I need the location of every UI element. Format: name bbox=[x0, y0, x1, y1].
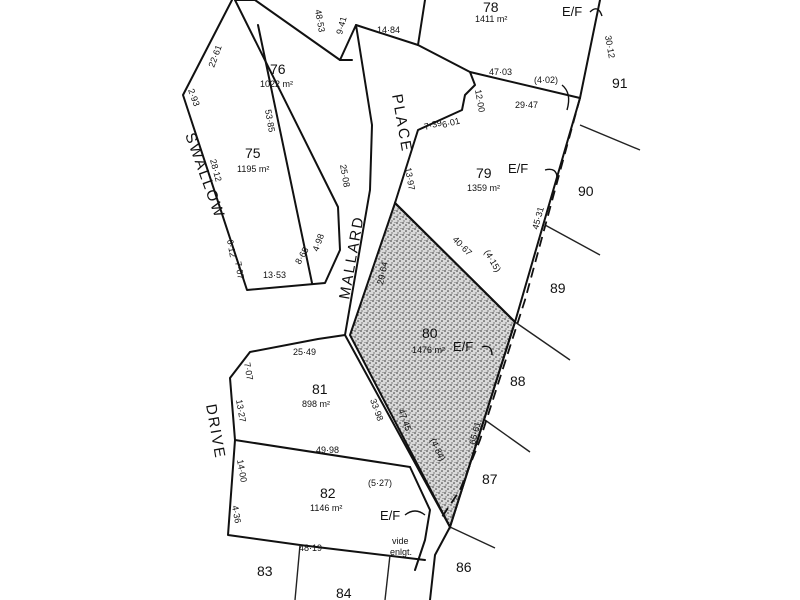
lot-76-top bbox=[234, 0, 353, 61]
lot-87-88-boundary bbox=[484, 419, 531, 453]
lot-75-number: 75 bbox=[245, 145, 261, 161]
ef-arrow-79 bbox=[544, 168, 558, 179]
dim-14-00: 14·00 bbox=[235, 459, 249, 483]
dim-4-36: 4·36 bbox=[230, 505, 243, 524]
lot-78-number: 78 bbox=[483, 0, 499, 15]
lot-81-boundary bbox=[229, 334, 346, 441]
dim-9-41: 9·41 bbox=[334, 16, 348, 36]
easement-line bbox=[439, 97, 581, 521]
lot-86-87-boundary bbox=[449, 526, 496, 549]
ef-arrow-top bbox=[589, 8, 603, 17]
lot-89-number: 89 bbox=[550, 280, 566, 296]
lot-90-91-boundary bbox=[579, 124, 641, 151]
lot-78-boundary bbox=[417, 0, 426, 46]
dim-33-98: 33·98 bbox=[368, 397, 385, 422]
lot-81-area: 898 m² bbox=[302, 399, 330, 409]
ef-label-80: E/F bbox=[453, 339, 473, 354]
lot-75-76-boundary bbox=[182, 0, 341, 291]
drive-road-label: DRIVE bbox=[202, 403, 228, 461]
dim-25-08: 25·08 bbox=[338, 164, 352, 188]
lot-84-number: 84 bbox=[336, 585, 352, 600]
lot-80-east-extension bbox=[429, 321, 516, 600]
lot-82-number: 82 bbox=[320, 485, 336, 501]
ef-arrow-402 bbox=[561, 84, 570, 111]
lot-86-number: 86 bbox=[456, 559, 472, 575]
lot-82-area: 1146 m² bbox=[310, 503, 342, 513]
lot-81-number: 81 bbox=[312, 381, 328, 397]
dim-25-49: 25·49 bbox=[293, 347, 316, 357]
dim-49-98: 49·98 bbox=[316, 445, 339, 455]
dim-22-61: 22·61 bbox=[206, 44, 223, 69]
dim-4-98: 4·98 bbox=[310, 232, 326, 252]
lot-76-area: 1022 m² bbox=[260, 79, 293, 89]
dim-14-84: 14·84 bbox=[377, 25, 400, 35]
lot-75-area: 1195 m² bbox=[237, 164, 269, 174]
lot-78-area: 1411 m² bbox=[475, 14, 507, 24]
road-top-edge bbox=[355, 24, 581, 99]
lot-79-south bbox=[394, 202, 516, 323]
lot-78-east-boundary bbox=[579, 0, 601, 99]
dim-4-15: (4·15) bbox=[482, 248, 503, 274]
ef-label-82: E/F bbox=[380, 508, 400, 523]
dim-4-02: (4·02) bbox=[534, 75, 558, 85]
ef-arrow-82 bbox=[404, 510, 426, 516]
lot-76-number: 76 bbox=[270, 61, 286, 77]
dim-13-53: 13·53 bbox=[263, 270, 286, 280]
dim-29-47: 29·47 bbox=[515, 100, 538, 110]
dim-53-85: 53·85 bbox=[263, 109, 277, 133]
dim-6-01: 6·01 bbox=[441, 116, 461, 130]
dim-7-39: 7·39 bbox=[423, 118, 443, 132]
lot-89-90-boundary bbox=[544, 224, 601, 256]
lot-83-number: 83 bbox=[257, 563, 273, 579]
place-label: PLACE bbox=[388, 93, 415, 154]
enlgt-note: enlgt. bbox=[390, 547, 412, 557]
lot-79-area: 1359 m² bbox=[467, 183, 500, 193]
mallard-place-west-edge bbox=[339, 24, 373, 336]
place-road-label: PLACE bbox=[388, 93, 415, 154]
drive-label: DRIVE bbox=[202, 403, 228, 461]
lot-90-number: 90 bbox=[578, 183, 594, 199]
lot-82-cut bbox=[409, 466, 431, 571]
dim-13-97: 13·97 bbox=[403, 167, 417, 191]
dim-40-67: 40·67 bbox=[451, 234, 474, 257]
dim-5-27: (5·27) bbox=[368, 478, 392, 488]
lot-84-86-boundary bbox=[384, 554, 391, 600]
dim-48-19: 48·19 bbox=[299, 543, 322, 553]
dim-48-53: 48·53 bbox=[313, 9, 327, 33]
dim-30-12: 30·12 bbox=[603, 35, 617, 59]
ef-arrow-80 bbox=[481, 345, 493, 356]
dim-6-12: 6·12 bbox=[225, 239, 238, 258]
mallard-road-label: MALLARD bbox=[336, 214, 367, 301]
vide-note: vide bbox=[392, 536, 409, 546]
mallard-label: MALLARD bbox=[336, 214, 367, 301]
ef-label-top: E/F bbox=[562, 4, 582, 19]
dim-13-27: 13·27 bbox=[234, 399, 248, 423]
dim-2-93: 2·93 bbox=[186, 87, 202, 107]
lot-87-number: 87 bbox=[482, 471, 498, 487]
lot-80-number: 80 bbox=[422, 325, 438, 341]
dim-12-00: 12·00 bbox=[473, 89, 487, 113]
lot-88-number: 88 bbox=[510, 373, 526, 389]
lot-88-89-boundary bbox=[514, 321, 571, 361]
dim-47-03: 47·03 bbox=[489, 67, 512, 77]
lot-75-76-divider bbox=[257, 24, 313, 284]
lot-91-number: 91 bbox=[612, 75, 628, 91]
dim-7-07: 7·07 bbox=[242, 362, 255, 381]
dim-7-07-top: 7·07 bbox=[233, 261, 246, 280]
lot-81-82-divider bbox=[234, 439, 411, 468]
lot-82-boundary bbox=[227, 439, 426, 561]
ef-label-79: E/F bbox=[508, 161, 528, 176]
lot-79-number: 79 bbox=[476, 165, 492, 181]
lot-80-area: 1476 m² bbox=[412, 345, 445, 355]
lot-79-boundary bbox=[394, 71, 476, 204]
lot-83-84-boundary bbox=[294, 544, 301, 600]
dim-29-64: 29·64 bbox=[375, 261, 390, 286]
lot-81-east bbox=[344, 334, 451, 528]
